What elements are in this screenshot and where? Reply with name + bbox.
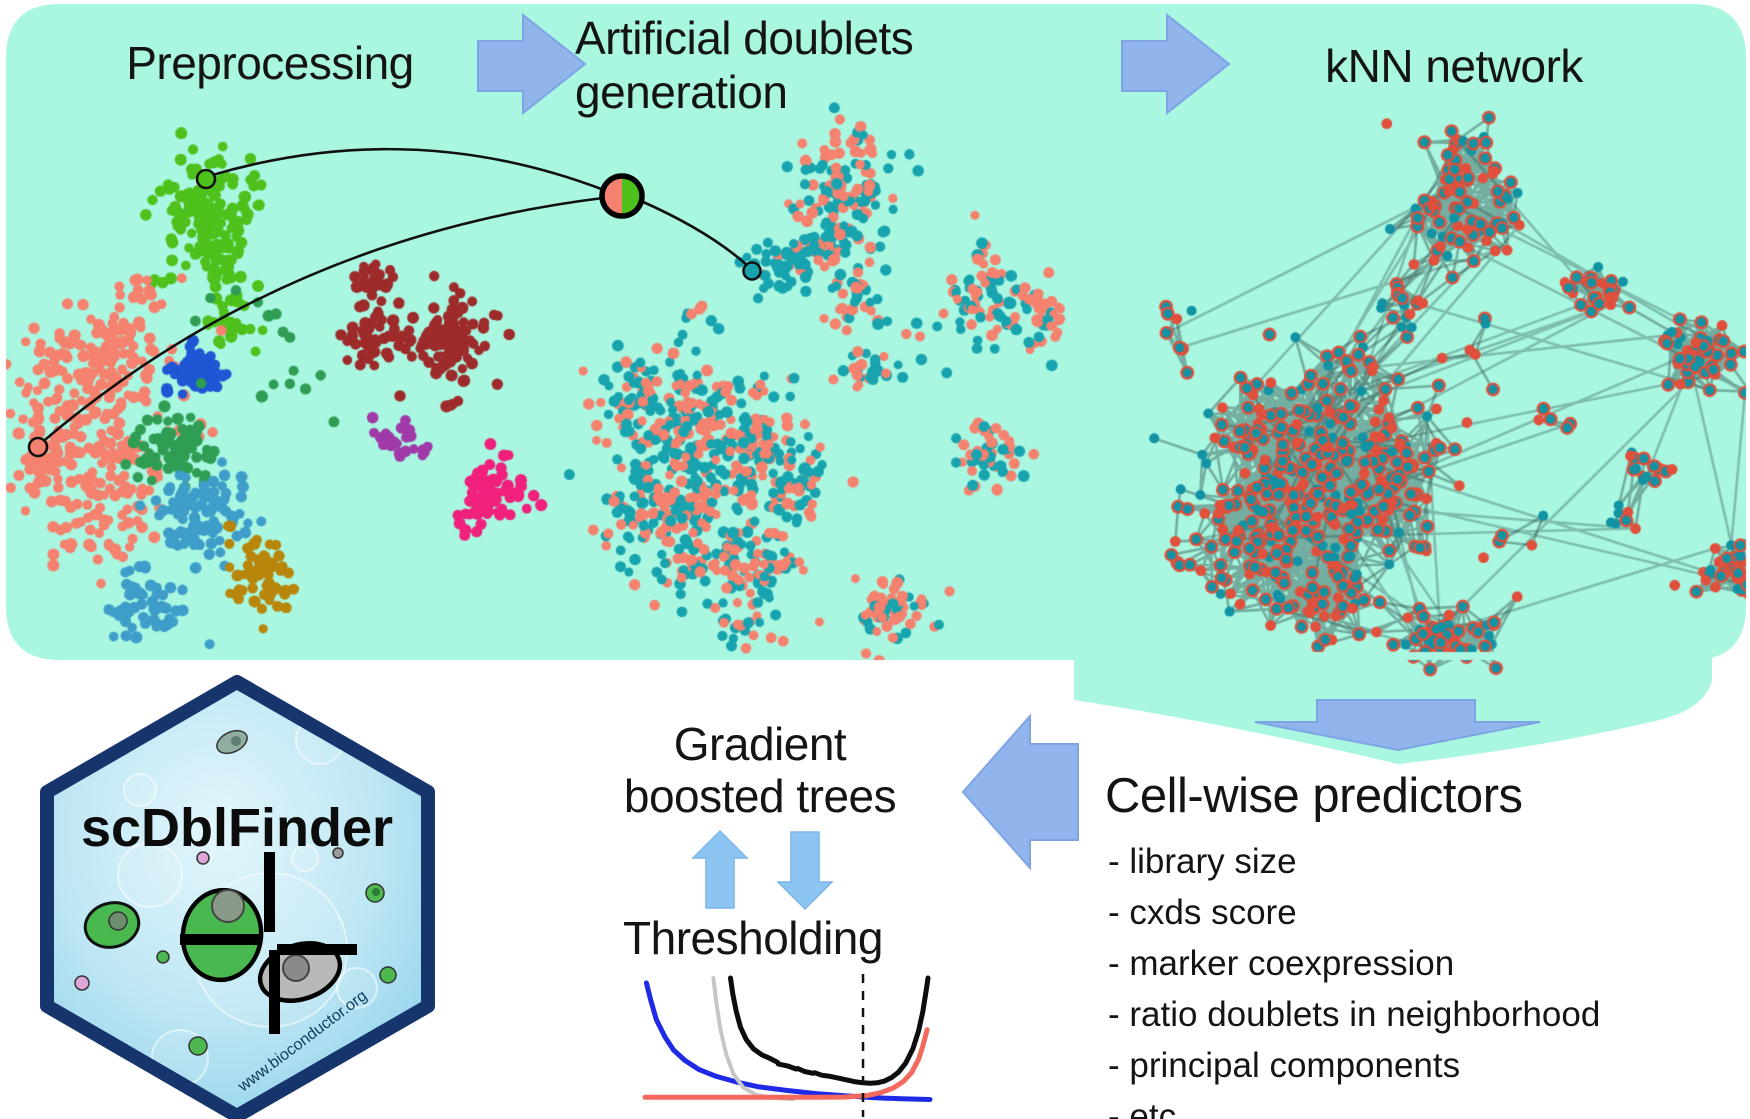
logo-url: www.bioconductor.org — [234, 987, 370, 1095]
scdblfinder-logo: www.bioconductor.org scDblFinder — [40, 675, 435, 1119]
logo-small-cells — [74, 729, 397, 1056]
step-title-thresholding: Thresholding — [623, 912, 883, 964]
arrow-down-wide-icon — [1254, 699, 1541, 752]
doublet-generation-arcs — [38, 147, 750, 446]
selected-salmon-cell-marker — [27, 436, 49, 458]
selected-green-cell-marker — [195, 168, 217, 190]
blue-curve — [643, 980, 933, 1102]
crosshair-icon — [180, 852, 357, 1034]
arrow-down-small-icon — [776, 831, 834, 911]
step-title-preprocessing: Preprocessing — [126, 37, 414, 89]
step-title-cell-wise-predictors: Cell-wise predictors — [1105, 769, 1523, 823]
step-title-gradient-boosted-trees: Gradient boosted trees — [623, 718, 897, 822]
predictor-item: - cxds score — [1108, 893, 1297, 932]
logo-bubbles — [117, 715, 378, 1087]
cell-top-gray — [216, 729, 248, 755]
predictor-item: - etc... — [1108, 1097, 1206, 1119]
cell-left-green — [83, 901, 141, 949]
artificial-doublet-icon — [599, 173, 645, 219]
logo-title: scDblFinder — [81, 798, 393, 858]
step-title-knn-network: kNN network — [1325, 40, 1583, 92]
thresholding-chart — [642, 974, 933, 1117]
predictor-item: - principal components — [1108, 1046, 1461, 1085]
predictor-item: - library size — [1108, 842, 1297, 881]
gray-curve — [711, 976, 796, 1102]
logo-hexagon — [40, 675, 435, 1119]
cell-gray — [257, 941, 343, 1003]
arc-to-doublet-location — [639, 199, 750, 268]
black-curve — [728, 975, 931, 1086]
step-title-artificial-doublets: Artificial doublets generation — [575, 12, 914, 118]
arc-from-green-cell — [207, 147, 606, 192]
arc-from-salmon-cell — [38, 196, 605, 446]
arrow-right-icon-1 — [477, 12, 587, 116]
predictor-list: - library size - cxds score - marker coexp… — [1108, 836, 1600, 1119]
workflow-panel-tail — [1074, 652, 1712, 764]
arrow-right-icon-2 — [1121, 12, 1231, 116]
cell-center-green — [180, 887, 264, 983]
predictor-item: - marker coexpression — [1108, 944, 1455, 983]
generated-doublet-position-marker — [742, 261, 762, 281]
logo-main-cells — [83, 887, 343, 1003]
arrow-up-small-icon — [691, 829, 749, 909]
red-curve — [642, 1027, 930, 1100]
predictor-item: - ratio doublets in neighborhood — [1108, 995, 1601, 1034]
